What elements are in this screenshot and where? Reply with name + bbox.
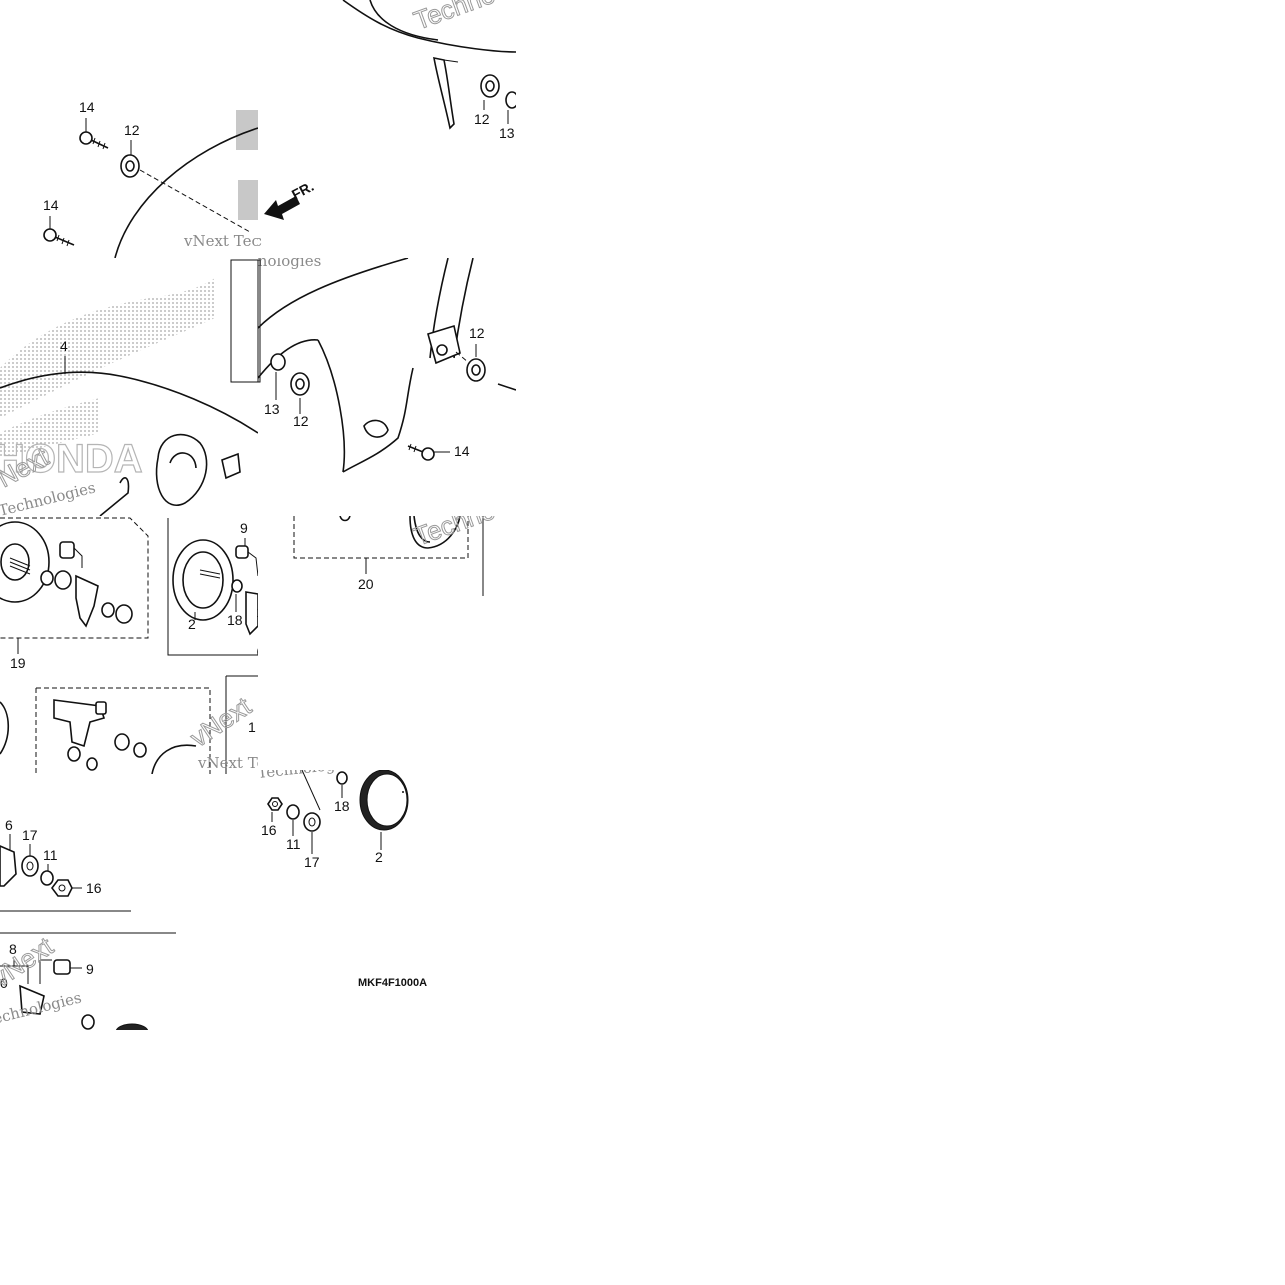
grommet-icon — [290, 372, 310, 396]
callout-14-fork: 14 — [454, 443, 470, 459]
watermark-inline-2: vNext Tec — [197, 754, 258, 772]
mirror-disc-icon — [172, 539, 234, 621]
callout-17-b: 17 — [304, 854, 320, 870]
callout-20: 20 — [358, 576, 374, 592]
diagram-tile-middle-right: Technologies 12 12 — [258, 258, 516, 516]
callout-9-lower: 9 — [86, 961, 94, 977]
callout-12-mid: 12 — [293, 413, 309, 429]
callout-4: 4 — [60, 338, 68, 354]
callout-14: 14 — [79, 99, 95, 115]
diagram-tile-bottom-left: 6 17 11 16 8 0 9 — [0, 774, 258, 1030]
callout-12-top: 12 — [474, 111, 490, 127]
watermark-partial: Techno — [410, 0, 499, 36]
mirror-disc-icon — [0, 521, 50, 603]
brand-mark: HONDA — [0, 437, 143, 481]
callout-14-lower-tile: 14 — [256, 604, 258, 620]
watermark-next-3: vNext — [0, 931, 59, 993]
callout-17: 17 — [22, 827, 38, 843]
callout-12: 12 — [124, 122, 140, 138]
callout-13-mid: 13 — [264, 401, 280, 417]
callout-11: 11 — [43, 847, 58, 863]
mirror-disc-icon — [359, 770, 409, 831]
washer-icon — [270, 353, 286, 371]
grommet-icon — [480, 74, 500, 98]
diagram-tile-bottom-middle: Technologies 16 11 17 18 2 — [258, 770, 428, 870]
callout-18: 18 — [227, 612, 243, 628]
callout-12-fork: 12 — [469, 325, 485, 341]
bolt-icon — [43, 228, 75, 247]
diagram-tile-middle-left: HONDA 4 vNext Technologies — [0, 258, 258, 516]
callout-8: 8 — [9, 941, 17, 957]
callout-16-b: 16 — [261, 822, 277, 838]
watermark-tech-4: Technologies — [258, 770, 357, 782]
honda-wing-logo: HONDA — [0, 278, 215, 482]
diagram-tile-top-right: Techno 12 13 FR. vNext Tec — [258, 0, 516, 258]
callout-14-lower: 14 — [43, 197, 59, 213]
drawing-code: MKF4F1000A — [358, 977, 428, 989]
callout-6: 6 — [5, 817, 13, 833]
diagram-tile-top-left: 14 12 14 vNext Tec — [0, 0, 258, 258]
bolt-icon — [79, 131, 109, 150]
watermark-inline: vNext Tec — [183, 232, 258, 250]
watermark-tech-top: Technologies — [258, 258, 321, 270]
callout-1: 1 — [248, 719, 256, 735]
callout-2-b: 2 — [375, 849, 383, 865]
callout-11-b: 11 — [286, 836, 301, 852]
callout-18-b: 18 — [334, 798, 350, 814]
callout-19: 19 — [10, 655, 26, 671]
diagram-tile-lower-right: 20 Techno — [258, 516, 516, 598]
watermark-partial-2: Techno — [410, 516, 499, 552]
watermark-inline-cont: vNext Tec — [258, 232, 262, 250]
bolt-icon — [497, 383, 516, 391]
nut-icon — [267, 797, 283, 811]
grommet-icon — [466, 358, 486, 382]
washer-icon — [505, 91, 516, 109]
bolt-icon — [407, 443, 435, 461]
nut-icon — [51, 879, 73, 897]
callout-16: 16 — [86, 880, 102, 896]
watermark-next-2: vNext — [185, 691, 258, 753]
front-direction-arrow-icon — [264, 196, 300, 220]
callout-9: 9 — [240, 520, 248, 536]
grommet-icon — [120, 154, 140, 178]
diagram-tile-lower-left: 19 2 9 18 14 — [0, 516, 258, 774]
callout-13-top: 13 — [499, 125, 515, 141]
callout-0: 0 — [0, 975, 8, 991]
callout-2: 2 — [188, 616, 196, 632]
dot-screen-pattern — [236, 110, 258, 220]
